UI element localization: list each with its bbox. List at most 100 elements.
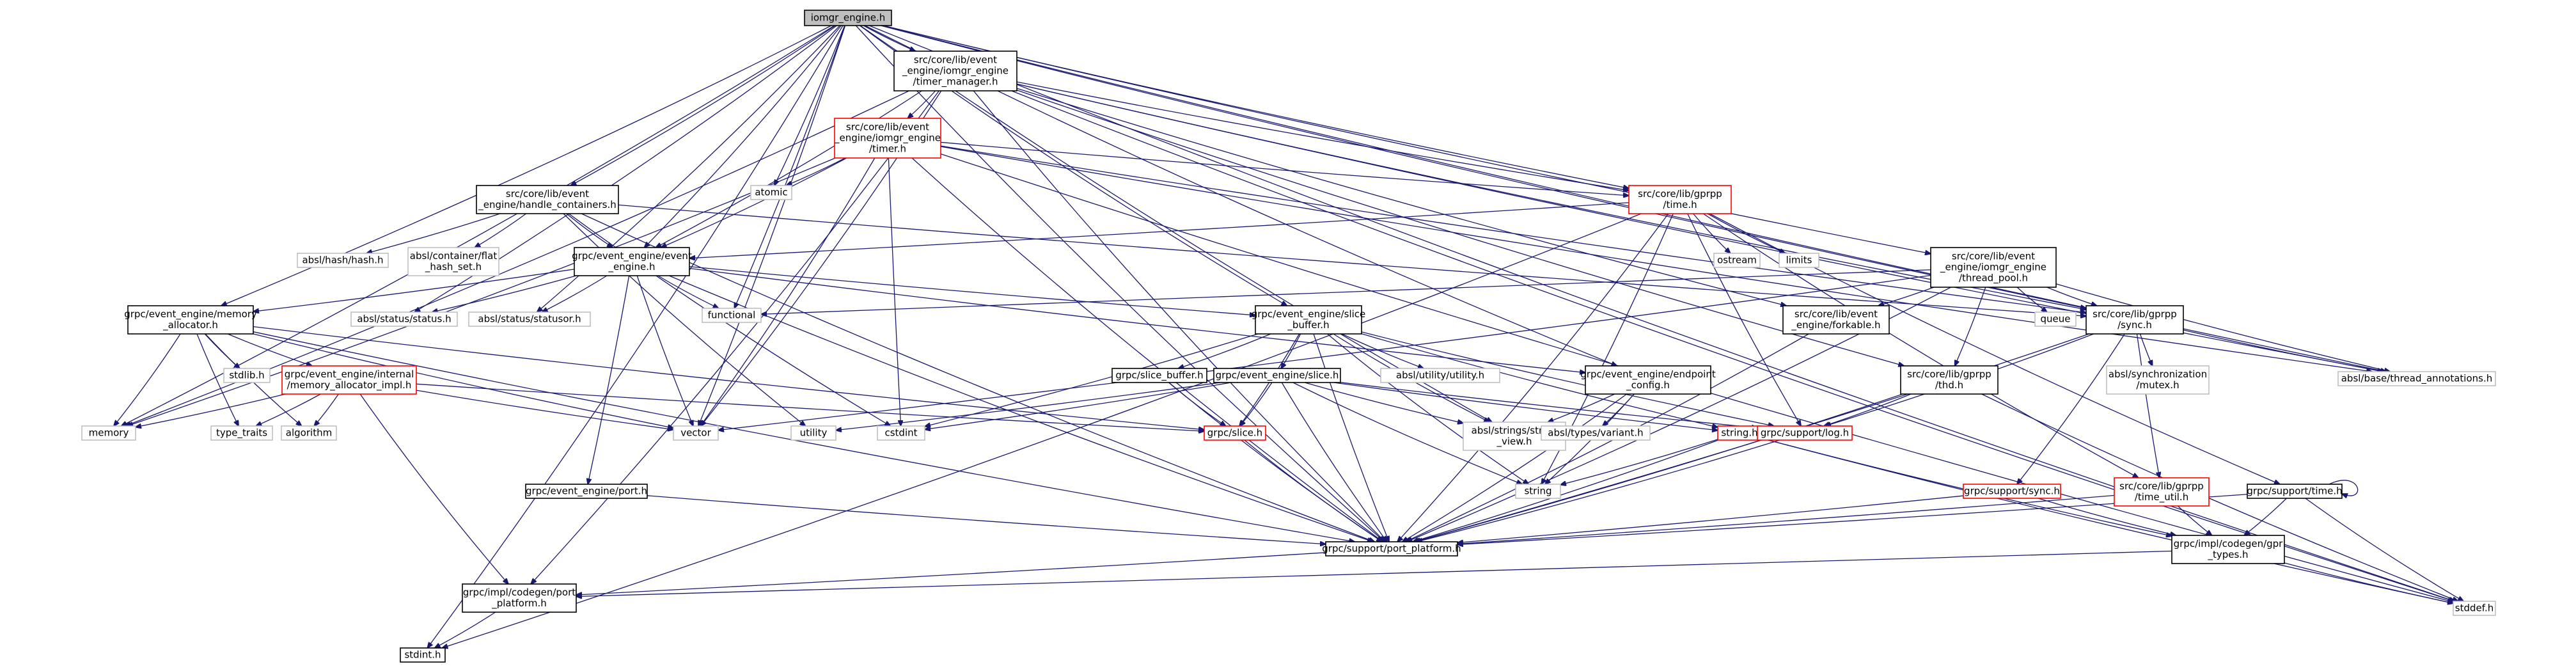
- dependency-edge: [973, 90, 1385, 542]
- dependency-edge: [2177, 505, 2211, 535]
- dependency-edge: [618, 204, 2086, 316]
- node-handle-containers[interactable]: src/core/lib/event_engine/handle_contain…: [476, 185, 619, 214]
- node-label: _buffer.h: [1287, 319, 1329, 331]
- dependency-edge: [734, 25, 845, 308]
- dependency-edge: [570, 25, 836, 186]
- node-label: type_traits: [216, 427, 267, 439]
- node-label: _engine/iomgr_engine: [834, 132, 941, 145]
- node-support-sync[interactable]: grpc/support/sync.h: [1963, 484, 2061, 499]
- node-label: _hash_set.h: [425, 261, 482, 273]
- dependency-edge: [122, 25, 835, 426]
- dependency-edge: [1955, 287, 1986, 366]
- node-gprpp-sync[interactable]: src/core/lib/gprpp/sync.h: [2085, 305, 2184, 335]
- dependency-edge: [1340, 382, 1757, 428]
- node-gpr-types[interactable]: grpc/impl/codegen/gpr_types.h: [2171, 535, 2285, 564]
- node-label: src/core/lib/event: [846, 122, 929, 133]
- node-memory: memory: [81, 425, 136, 441]
- node-type-traits: type_traits: [210, 425, 273, 441]
- node-support-log[interactable]: grpc/support/log.h: [1757, 425, 1853, 441]
- dependency-edge: [1761, 438, 2453, 603]
- node-absl-statusor: absl/status/statusor.h: [468, 312, 591, 327]
- node-absl-status: absl/status/status.h: [350, 312, 458, 327]
- node-memory-allocator[interactable]: grpc/event_engine/memory_allocator.h: [124, 305, 257, 335]
- node-support-time[interactable]: grpc/support/time.h: [2247, 484, 2343, 499]
- node-stdint[interactable]: stdint.h: [400, 647, 446, 663]
- node-absl-flat-hash-set: absl/container/flat_hash_set.h: [407, 247, 499, 276]
- node-slice-buffer-h[interactable]: grpc/slice_buffer.h: [1111, 368, 1207, 383]
- node-label: ostream: [1717, 255, 1757, 266]
- dependency-edge: [1168, 382, 1383, 542]
- node-label: _engine/iomgr_engine: [1940, 262, 2046, 274]
- dependency-edge: [1457, 495, 1964, 542]
- node-ee-port[interactable]: grpc/event_engine/port.h: [525, 484, 648, 499]
- dependency-edge: [442, 213, 1642, 648]
- node-endpoint-config[interactable]: grpc/event_engine/endpoint_config.h: [1580, 365, 1716, 395]
- dependency-edge: [883, 25, 1931, 254]
- dependency-edge: [427, 25, 844, 648]
- node-label: queue: [2041, 313, 2071, 325]
- dependency-edge: [698, 25, 846, 426]
- dependency-edge: [1361, 333, 1718, 427]
- node-ee-slice[interactable]: grpc/event_engine/slice.h: [1213, 368, 1341, 383]
- node-event-engine[interactable]: grpc/event_engine/event_engine.h: [572, 247, 692, 276]
- node-absl-thread-annotations: absl/base/thread_annotations.h: [2337, 371, 2496, 386]
- node-label: src/core/lib/event: [506, 188, 589, 200]
- node-label: /time.h: [1663, 199, 1697, 210]
- dependency-edge: [661, 157, 847, 248]
- node-mem-alloc-impl[interactable]: grpc/event_engine/internal/memory_alloca…: [281, 365, 417, 395]
- dependency-edge: [563, 213, 805, 426]
- node-root[interactable]: iomgr_engine.h: [804, 10, 892, 26]
- node-label: src/core/lib/gprpp: [2119, 480, 2204, 492]
- node-thread-pool[interactable]: src/core/lib/event_engine/iomgr_engine/t…: [1930, 247, 2057, 288]
- node-label: functional: [708, 310, 756, 321]
- dependency-edge: [253, 331, 1355, 542]
- dependency-edge: [1178, 333, 1271, 368]
- node-string: string: [1515, 484, 1561, 499]
- dependency-edge: [359, 393, 508, 584]
- dependency-edge: [1707, 213, 1785, 253]
- node-gprpp-thd[interactable]: src/core/lib/gprpp/thd.h: [1900, 365, 1999, 395]
- node-atomic: atomic: [750, 185, 792, 200]
- dependency-edge: [940, 145, 2086, 313]
- node-codegen-port[interactable]: grpc/impl/codegen/port_platform.h: [462, 583, 577, 613]
- node-label: src/core/lib/gprpp: [2093, 308, 2177, 320]
- node-label: _platform.h: [491, 597, 547, 610]
- dependency-edge: [2038, 498, 2176, 535]
- node-string-h[interactable]: string.h: [1717, 425, 1762, 441]
- node-label: _engine/handle_containers.h: [478, 199, 617, 211]
- dependency-edge: [774, 25, 845, 186]
- dependency-edge: [1687, 213, 1801, 426]
- node-label: algorithm: [286, 427, 332, 439]
- node-forkable[interactable]: src/core/lib/event_engine/forkable.h: [1782, 305, 1890, 335]
- node-timer[interactable]: src/core/lib/event_engine/iomgr_engine/t…: [834, 118, 941, 159]
- node-port-platform[interactable]: grpc/support/port_platform.h: [1322, 541, 1461, 557]
- node-stdlib: stdlib.h: [223, 368, 271, 383]
- dependency-edge: [588, 275, 630, 484]
- dependency-edge: [700, 157, 876, 426]
- dependency-edge: [542, 275, 608, 312]
- node-label: grpc/slice_buffer.h: [1115, 370, 1203, 382]
- node-gprpp-time[interactable]: src/core/lib/gprpp/time.h: [1628, 185, 1732, 214]
- dependency-edge: [2329, 480, 2359, 496]
- dependency-edge: [2136, 333, 2159, 478]
- dependency-edge: [1016, 88, 1786, 306]
- node-time-util[interactable]: src/core/lib/gprpp/time_util.h: [2114, 477, 2210, 507]
- node-label: _engine/iomgr_engine: [902, 65, 1009, 77]
- dependency-edge: [1824, 393, 1912, 426]
- dependency-edge: [925, 382, 1232, 429]
- dependency-edge: [576, 550, 2172, 597]
- node-label: grpc/event_engine/internal: [285, 368, 414, 381]
- node-label: grpc/support/port_platform.h: [1322, 543, 1461, 555]
- node-label: grpc/event_engine/memory: [124, 308, 257, 320]
- node-label: /time_util.h: [2135, 491, 2188, 503]
- dependency-edge: [863, 25, 915, 51]
- node-slice-buffer-ee[interactable]: grpc/event_engine/slice_buffer.h: [1252, 305, 1366, 335]
- dependency-edge: [2055, 283, 2390, 372]
- node-grpc-slice[interactable]: grpc/slice.h: [1204, 425, 1266, 441]
- node-label: grpc/event_engine/slice: [1252, 308, 1366, 320]
- node-timer-manager[interactable]: src/core/lib/event_engine/iomgr_engine/t…: [893, 51, 1017, 91]
- node-label: grpc/event_engine/event: [572, 250, 692, 262]
- node-label: _engine.h: [608, 261, 656, 273]
- dependency-edge: [855, 25, 1384, 542]
- dependency-edge: [2046, 287, 2097, 306]
